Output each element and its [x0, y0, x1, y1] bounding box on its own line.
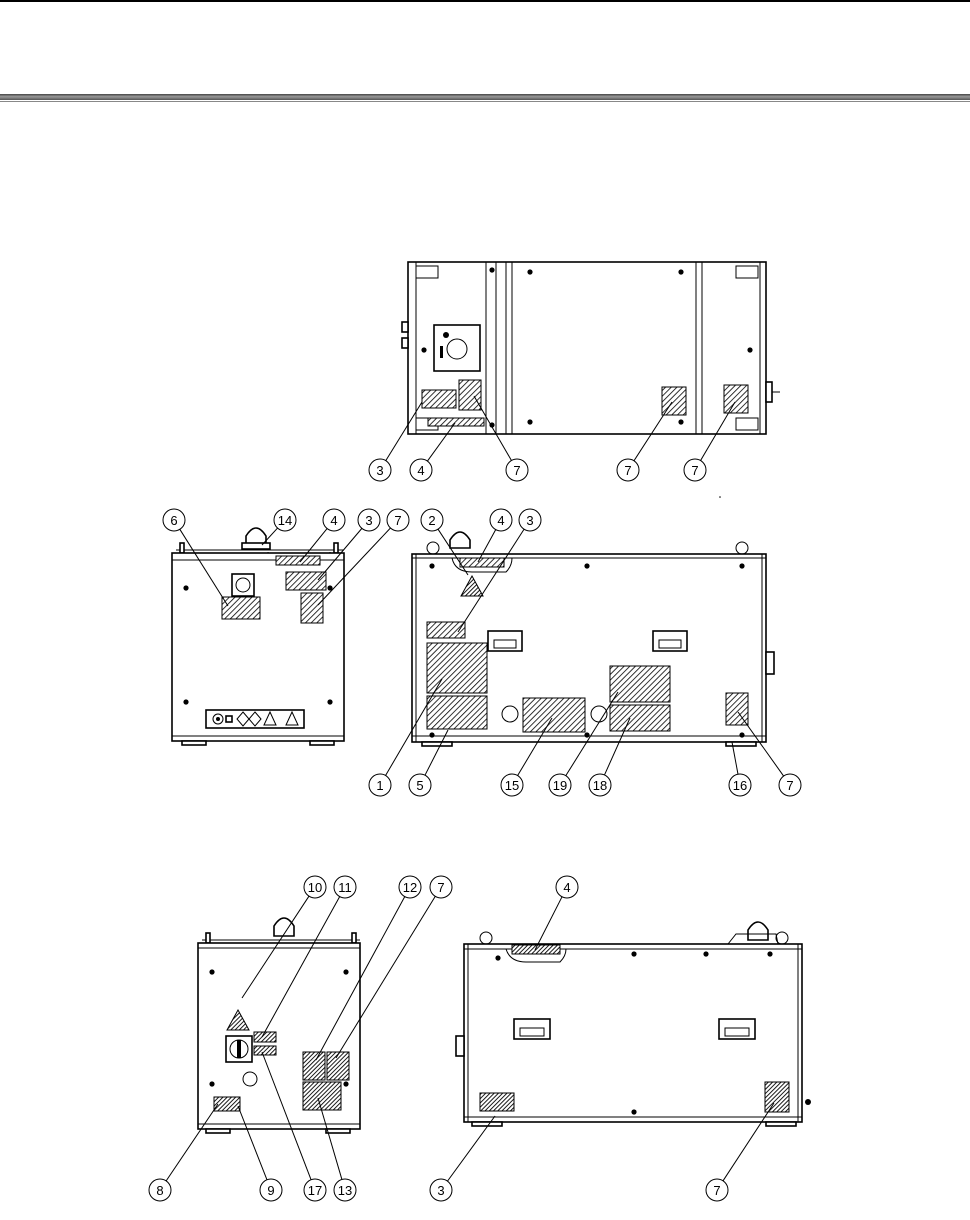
top-view-label-4 [428, 418, 484, 426]
callout-number: 7 [394, 513, 401, 528]
callout-number: 3 [365, 513, 372, 528]
front-view-label-18 [610, 705, 670, 731]
top-view [402, 262, 780, 434]
callout-number: 4 [417, 463, 424, 478]
back-view-label-4 [512, 945, 560, 954]
callout-number: 7 [691, 463, 698, 478]
callout-number: 3 [437, 1183, 444, 1198]
front-view-label-1 [427, 643, 487, 693]
callout-number: 4 [563, 880, 570, 895]
callout-number: 14 [278, 513, 292, 528]
rear-side-label-11 [254, 1032, 276, 1042]
rear-side-label-13 [303, 1082, 341, 1110]
callout-number: 7 [624, 463, 631, 478]
top-view-label-7c [724, 385, 748, 413]
front-view-label-4 [460, 558, 504, 567]
front-view-label-5 [427, 696, 487, 729]
callout-number: 7 [713, 1183, 720, 1198]
front-view-label-15 [523, 698, 585, 732]
callout-number: 13 [338, 1183, 352, 1198]
callout-number: 1 [376, 778, 383, 793]
back-view-label-3 [480, 1093, 514, 1111]
left-side-label-3 [286, 572, 326, 590]
callout-number: 7 [513, 463, 520, 478]
callout-number: 8 [156, 1183, 163, 1198]
callout-number: 4 [330, 513, 337, 528]
left-side-label-7 [301, 593, 323, 623]
front-view-label-7 [726, 693, 748, 725]
callout-number: 11 [338, 880, 352, 895]
callout-number: 6 [170, 513, 177, 528]
callout-leader [535, 897, 562, 950]
callout-number: 19 [553, 778, 567, 793]
callout-number: 10 [308, 880, 322, 895]
callout-number: 7 [786, 778, 793, 793]
front-view-label-19 [610, 666, 670, 702]
callout-number: 15 [505, 778, 519, 793]
left-side-label-4 [276, 556, 320, 565]
left-side-view [172, 528, 344, 745]
back-view-label-7 [765, 1082, 789, 1112]
callout-leader [732, 742, 738, 774]
callout-number: 12 [403, 880, 417, 895]
top-view-label-7a [459, 380, 481, 410]
callout-number: 2 [428, 513, 435, 528]
front-view [412, 532, 774, 746]
rear-side-view [198, 918, 360, 1133]
rear-side-label-12 [303, 1052, 325, 1080]
callout-number: 18 [593, 778, 607, 793]
top-view-label-3 [422, 390, 456, 408]
callout-number: 3 [376, 463, 383, 478]
callout-leader [166, 1104, 218, 1181]
top-view-label-7b [662, 387, 686, 415]
callout-number: 7 [437, 880, 444, 895]
callout-number: 16 [733, 778, 747, 793]
rear-side-label-7 [327, 1052, 349, 1080]
callout-number: 4 [497, 513, 504, 528]
callout-number: 17 [308, 1183, 322, 1198]
callout-number: 9 [267, 1183, 274, 1198]
callout-number: 5 [416, 778, 423, 793]
callout-number: 3 [526, 513, 533, 528]
left-side-label-6 [222, 597, 260, 619]
rear-side-label-17 [254, 1046, 276, 1055]
back-view [456, 922, 811, 1126]
